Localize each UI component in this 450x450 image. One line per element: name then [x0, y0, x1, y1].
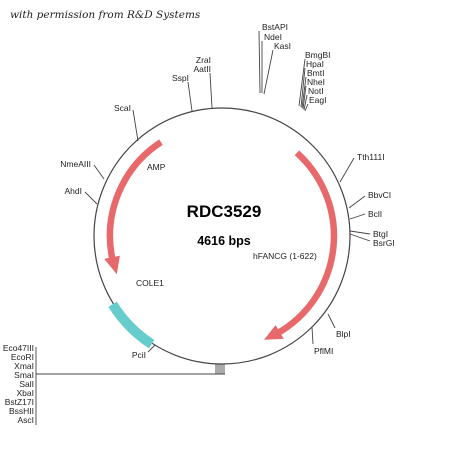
site-label: EcoRI [11, 352, 34, 362]
site-label: ScaI [114, 103, 131, 113]
cole1-label: COLE1 [136, 278, 164, 288]
site-label: SspI [172, 73, 189, 83]
site-label: BlpI [336, 329, 351, 339]
site-label: AatII [194, 64, 211, 74]
site-label: BstZ17I [5, 397, 34, 407]
site-label: SmaI [14, 370, 34, 380]
site-label: SalI [19, 379, 34, 389]
site-label: Eco47III [3, 343, 34, 353]
site-label: BsrGI [373, 238, 395, 248]
site-label: EagI [309, 95, 327, 105]
site-label: BssHII [9, 406, 34, 416]
hfancg-arrowhead [264, 325, 284, 340]
site-label: PciI [132, 350, 146, 360]
site-label: BtgI [373, 229, 388, 239]
restriction-sites: BstAPI NdeI KasI BmgBI HpaI BmtI NheI No… [3, 22, 395, 425]
site-label: PflMI [314, 346, 333, 356]
site-label: Tth111I [357, 152, 385, 162]
hfancg-feature-arrow [276, 150, 338, 336]
site-label: NdeI [264, 32, 282, 42]
site-label: NheI [307, 77, 325, 87]
site-label: BclI [368, 209, 382, 219]
hfancg-label: hFANCG (1-622) [253, 251, 317, 261]
permission-credit: with permission from R&D Systems [10, 9, 201, 21]
site-label: KasI [274, 41, 291, 51]
amp-label: AMP [147, 162, 166, 172]
site-label: NmeAIII [60, 159, 91, 169]
site-label: AhdI [65, 186, 83, 196]
plasmid-size: 4616 bps [197, 234, 251, 248]
site-label: ZraI [196, 55, 211, 65]
amp-feature-arrow [106, 139, 163, 260]
site-label: BmgBI [305, 50, 331, 60]
cole1-feature [108, 301, 155, 349]
plasmid-name: RDC3529 [187, 202, 262, 221]
site-label: BstAPI [262, 22, 288, 32]
site-label: BmtI [307, 68, 324, 78]
site-label: AscI [17, 415, 34, 425]
site-label: BbvCI [368, 190, 391, 200]
site-label: XmaI [14, 361, 34, 371]
site-label: XbaI [17, 388, 35, 398]
amp-arrowhead [104, 255, 120, 275]
site-label: NotI [308, 86, 324, 96]
site-leader-lines [35, 30, 371, 425]
site-label: HpaI [306, 59, 324, 69]
